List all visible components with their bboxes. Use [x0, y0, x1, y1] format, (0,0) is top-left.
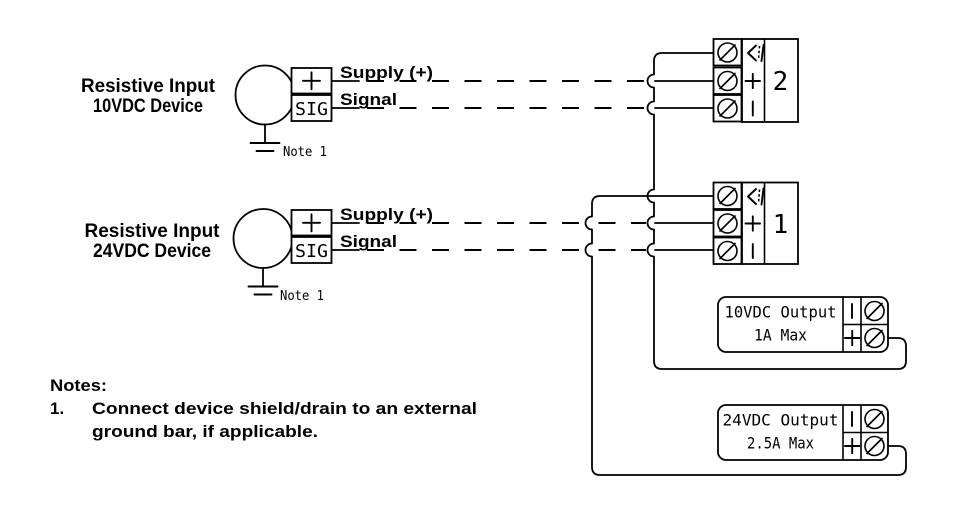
ground-icon — [249, 123, 281, 152]
device-24vdc: Resistive Input 24VDC Device SIG Note 1 … — [85, 205, 434, 304]
device2-supply-label: Supply (+) — [340, 205, 433, 224]
terminal-block-2: 2 — [712, 38, 799, 123]
screw-terminal-icon — [717, 42, 738, 63]
device2-title-line2: 24VDC Device — [93, 241, 211, 262]
screw-terminal-icon — [864, 327, 885, 349]
plus-icon — [744, 215, 761, 232]
block2-shield-to-10vdc-output-wire — [646, 52, 907, 370]
screw-terminal-icon — [864, 300, 885, 322]
shield-icon — [747, 44, 765, 62]
terminal-block-1: 1 — [712, 181, 799, 265]
block1-number: 1 — [773, 210, 789, 240]
device1-title-line1: Resistive Input — [81, 76, 216, 97]
block1-shield-to-24vdc-output-wire — [584, 195, 907, 476]
device2-signal-label: Signal — [340, 232, 397, 251]
plus-icon — [302, 213, 321, 233]
plus-icon — [302, 71, 321, 91]
device-10vdc: Resistive Input 10VDC Device SIG Note 1 … — [81, 63, 433, 160]
device2-title-line1: Resistive Input — [85, 221, 221, 242]
output-24vdc: 24VDC Output 2.5A Max — [717, 404, 889, 461]
device1-title-line2: 10VDC Device — [93, 96, 203, 117]
screw-terminal-icon — [717, 240, 738, 262]
shield-icon — [747, 187, 765, 206]
note1-text-line2: ground bar, if applicable. — [92, 422, 318, 441]
wires — [330, 52, 907, 476]
output1-label-line2: 1A Max — [754, 326, 807, 345]
device1-signal-label: Signal — [340, 90, 397, 109]
output2-label-line2: 2.5A Max — [747, 434, 814, 453]
note1-text-line1: Connect device shield/drain to an extern… — [92, 399, 477, 418]
device2-ground-note: Note 1 — [280, 289, 324, 304]
screw-terminal-icon — [864, 435, 885, 457]
device1-body-circle — [234, 64, 296, 126]
notes-title: Notes: — [50, 376, 107, 395]
screw-terminal-icon — [717, 185, 738, 207]
screw-terminal-icon — [717, 213, 738, 234]
notes-block: Notes: 1. Connect device shield/drain to… — [50, 376, 477, 441]
device2-sig-label: SIG — [295, 241, 328, 262]
device1-ground-note: Note 1 — [283, 145, 327, 160]
plus-icon — [844, 329, 861, 347]
plus-icon — [744, 72, 761, 90]
output-10vdc: 10VDC Output 1A Max — [717, 296, 889, 353]
output1-label-line1: 10VDC Output — [725, 303, 837, 322]
device2-sig-terminal-box — [290, 236, 333, 264]
device1-sig-terminal-box — [290, 94, 333, 122]
screw-terminal-icon — [717, 98, 738, 119]
ground-icon — [247, 267, 279, 296]
plus-icon — [844, 437, 861, 455]
screw-terminal-icon — [864, 408, 885, 430]
device1-supply-label: Supply (+) — [340, 63, 433, 82]
screw-terminal-icon — [717, 70, 738, 92]
note1-number: 1. — [50, 399, 64, 418]
device2-body-circle — [232, 208, 294, 269]
device1-sig-label: SIG — [295, 99, 328, 120]
block2-number: 2 — [773, 67, 789, 97]
output2-label-line1: 24VDC Output — [723, 411, 839, 430]
